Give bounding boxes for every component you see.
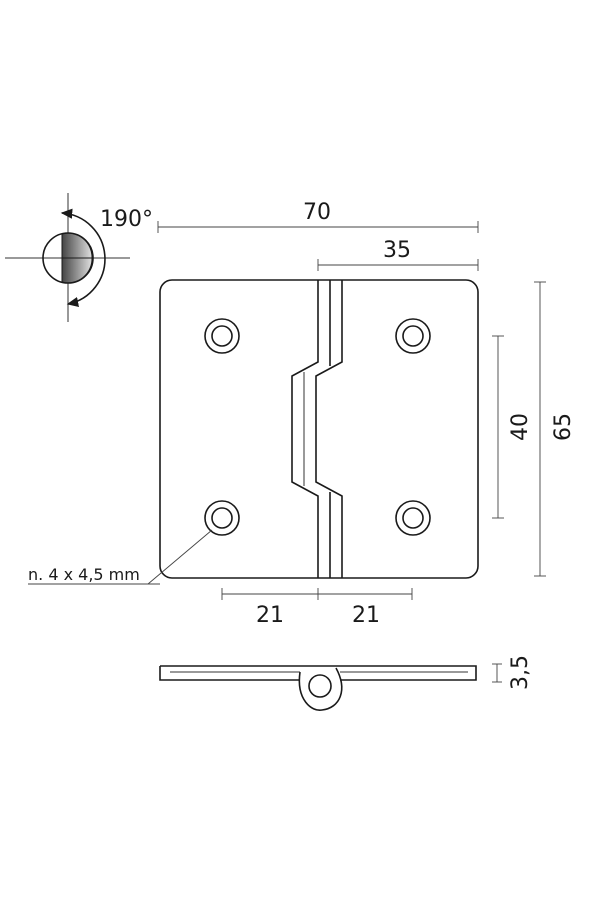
rotation-leaf-shade-lower [61,257,93,284]
hole-top-right [395,318,431,354]
dimension-overall-width: 70 [157,200,479,233]
hinge-front-view [159,279,479,579]
dimension-label-65: 65 [551,413,576,441]
dimension-label-3-5: 3,5 [508,655,533,690]
rotation-arc-arrow [60,208,106,307]
dimension-label-35: 35 [383,238,411,263]
side-view-pin [308,674,332,698]
hinge-knuckle-left [291,280,319,578]
hole-bottom-right [395,500,431,536]
hole-note-label: n. 4 x 4,5 mm [28,565,140,584]
hole-note: n. 4 x 4,5 mm [28,529,213,585]
dimension-label-21-right: 21 [352,603,380,628]
side-view-knuckle [298,667,343,711]
side-view-plate [159,665,477,681]
hinge-knuckle-right [315,280,343,578]
rotation-symbol: 190° [5,193,153,322]
hole-bottom-left [204,500,240,536]
hole-top-left [204,318,240,354]
hole-note-leader [147,529,213,585]
rotation-angle-label: 190° [100,207,153,232]
dimension-overall-height: 65 [534,281,576,577]
dimension-hole-offsets: 21 21 [221,588,413,628]
dimension-hole-spacing: 40 [492,335,533,519]
hinge-plate-outline [159,279,479,579]
dimension-label-40: 40 [508,413,533,441]
dimension-leaf-width: 35 [317,238,479,271]
rotation-leaf-shade [61,232,93,259]
dimension-thickness: 3,5 [492,655,533,690]
dimension-label-70: 70 [303,200,331,225]
dimension-label-21-left: 21 [256,603,284,628]
hinge-side-view [159,665,477,711]
